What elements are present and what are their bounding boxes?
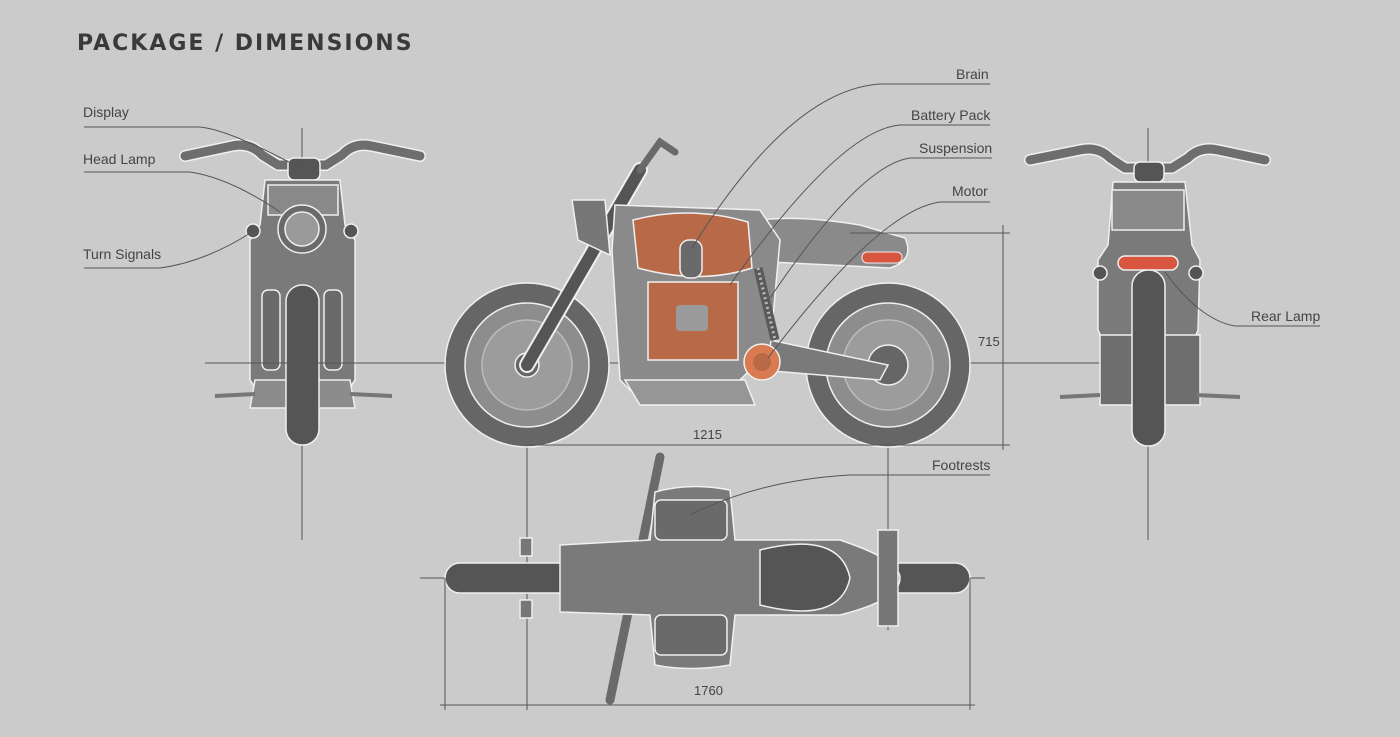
- label-rear-lamp: Rear Lamp: [1251, 308, 1321, 324]
- dimension-lines: [440, 225, 1010, 710]
- dimension-wheelbase: 1215: [693, 427, 722, 442]
- label-suspension: Suspension: [919, 140, 993, 156]
- top-view: [420, 452, 985, 705]
- label-display: Display: [83, 104, 129, 120]
- front-view: [179, 128, 426, 540]
- side-view: [205, 137, 1180, 710]
- label-battery-pack: Battery Pack: [911, 107, 991, 123]
- page-title: PACKAGE / DIMENSIONS: [77, 31, 414, 56]
- label-brain: Brain: [956, 66, 989, 82]
- label-footrests: Footrests: [932, 457, 991, 473]
- callout-lines: [84, 83, 1320, 516]
- dimension-height: 715: [978, 334, 1000, 349]
- label-turn-signals: Turn Signals: [83, 246, 162, 262]
- label-motor: Motor: [952, 183, 988, 199]
- dimension-length: 1760: [694, 683, 723, 698]
- rear-view: [1024, 128, 1271, 540]
- label-head-lamp: Head Lamp: [83, 151, 156, 167]
